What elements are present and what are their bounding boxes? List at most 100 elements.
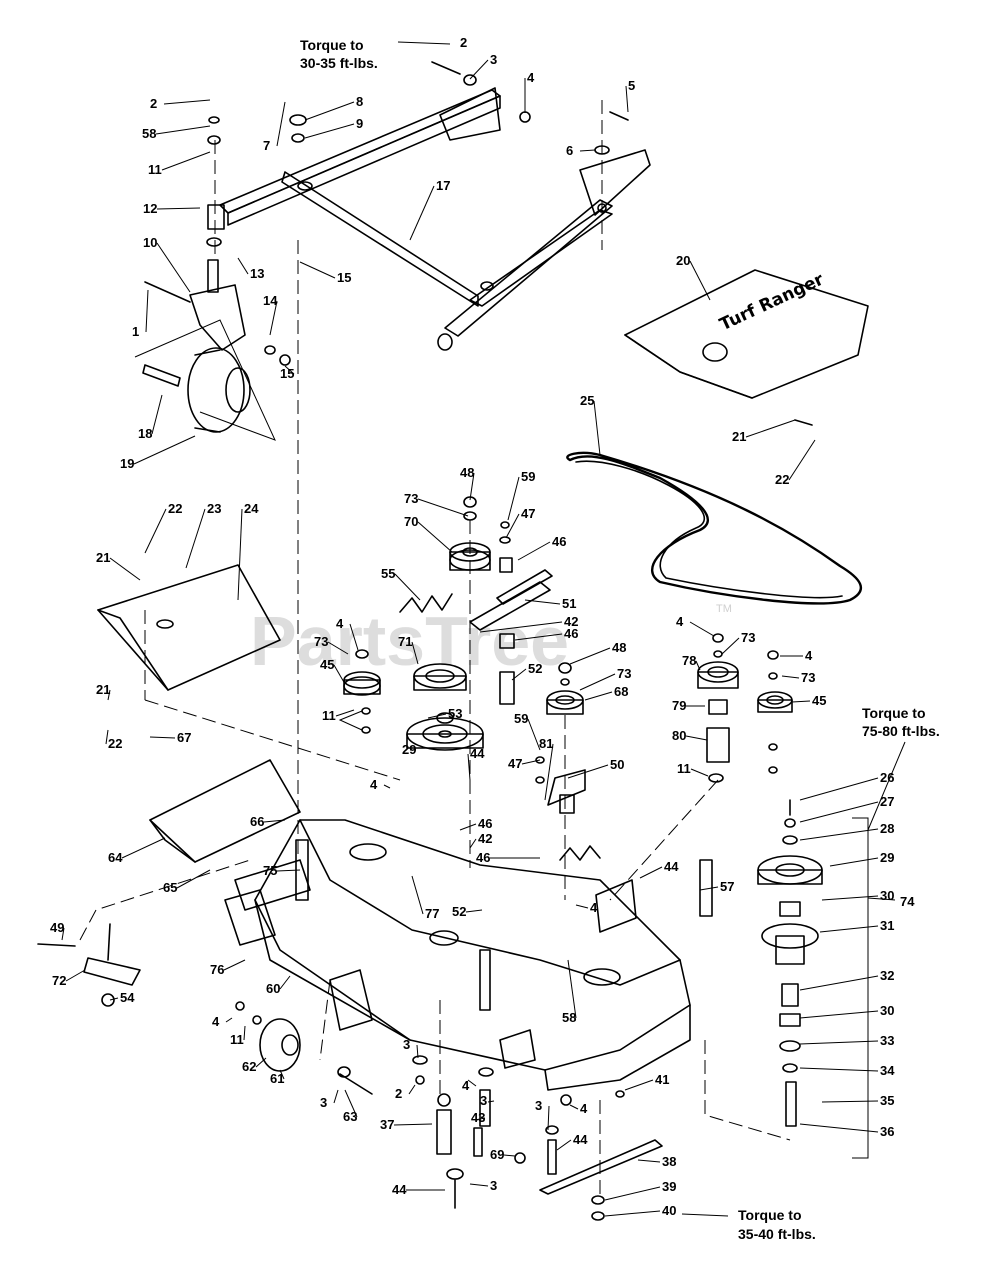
callout-number-78: 78	[682, 653, 696, 668]
callout-number-74: 74	[900, 894, 915, 909]
callout-number-45: 45	[812, 693, 826, 708]
callout-leader	[467, 1079, 477, 1087]
callout-number-41: 41	[655, 1072, 669, 1087]
callout-number-75: 75	[263, 863, 277, 878]
callout-number-3: 3	[535, 1098, 542, 1113]
callout-leader	[243, 1025, 246, 1041]
callout-leader	[393, 1123, 433, 1126]
callout-leader	[556, 1139, 572, 1151]
callout-leader	[133, 435, 196, 465]
watermark-text: PartsTree	[250, 602, 569, 680]
callout-leader	[276, 101, 286, 147]
callout-number-73: 73	[741, 630, 755, 645]
hood-cover: Turf Ranger	[624, 269, 869, 426]
callout-leader	[487, 1100, 495, 1103]
callout-number-44: 44	[470, 746, 485, 761]
callout-number-63: 63	[343, 1109, 357, 1124]
callout-number-46: 46	[552, 534, 566, 549]
callout-leader	[569, 647, 611, 665]
callout-number-3: 3	[490, 52, 497, 67]
gauge-wheel	[37, 923, 301, 1072]
callout-number-4: 4	[336, 616, 344, 631]
callout-number-29: 29	[880, 850, 894, 865]
callout-leader	[223, 959, 246, 971]
callout-leader	[781, 675, 800, 679]
callout-leader	[469, 1183, 489, 1187]
callout-number-11: 11	[322, 708, 336, 723]
callout-number-45: 45	[320, 657, 334, 672]
callout-leader	[427, 713, 447, 719]
callout-number-36: 36	[880, 1124, 894, 1139]
callout-leader	[544, 743, 554, 801]
callout-leader	[625, 85, 629, 113]
callout-leader	[304, 123, 355, 139]
blade-hardware	[337, 1055, 663, 1221]
callout-number-4: 4	[462, 1078, 470, 1093]
torque-note-right-line1: Torque to	[862, 705, 926, 721]
callout-leader	[507, 476, 520, 521]
left-pulleys	[338, 649, 484, 751]
callout-number-4: 4	[370, 777, 378, 792]
callout-leader	[156, 242, 191, 293]
callout-number-43: 43	[471, 1110, 485, 1125]
torque-note-bottom-line2: 35-40 ft-lbs.	[738, 1226, 816, 1242]
callout-number-34: 34	[880, 1063, 895, 1078]
caster-assembly	[134, 114, 307, 441]
watermark-tm: TM	[716, 603, 732, 615]
callout-number-71: 71	[398, 634, 412, 649]
callout-number-3: 3	[480, 1093, 487, 1108]
callout-leader	[149, 736, 176, 739]
callout-number-73: 73	[617, 666, 631, 681]
callout-leader	[465, 909, 483, 913]
callout-leader	[799, 777, 879, 801]
callout-number-50: 50	[610, 757, 624, 772]
callout-leader	[469, 59, 489, 80]
callout-number-57: 57	[720, 879, 734, 894]
callout-leader	[344, 1089, 358, 1118]
callout-number-17: 17	[436, 178, 450, 193]
torque-note-bottom-line1: Torque to	[738, 1207, 802, 1223]
callout-number-3: 3	[320, 1095, 327, 1110]
callout-number-59: 59	[521, 469, 535, 484]
callout-leader	[527, 718, 541, 751]
callout-number-11: 11	[677, 761, 691, 776]
callout-number-8: 8	[356, 94, 363, 109]
callout-number-4: 4	[580, 1101, 588, 1116]
callout-number-18: 18	[138, 426, 152, 441]
callout-number-40: 40	[662, 1203, 676, 1218]
callout-leader	[821, 895, 879, 901]
callout-number-80: 80	[672, 728, 686, 743]
callout-number-31: 31	[880, 918, 894, 933]
callout-number-72: 72	[52, 973, 66, 988]
callout-leader	[394, 573, 421, 601]
callout-leader	[279, 975, 291, 990]
callout-leader	[185, 508, 206, 569]
callout-number-4: 4	[527, 70, 535, 85]
callout-number-65: 65	[163, 880, 177, 895]
callout-number-42: 42	[564, 614, 578, 629]
callout-number-14: 14	[263, 293, 278, 308]
callout-number-46: 46	[476, 850, 490, 865]
callout-leader	[799, 828, 879, 841]
callout-leader	[299, 261, 336, 279]
callout-leader	[304, 101, 355, 121]
callout-leader	[505, 513, 520, 539]
callout-leader	[156, 207, 201, 210]
callout-number-33: 33	[880, 1033, 894, 1048]
callout-number-24: 24	[244, 501, 259, 516]
callout-number-44: 44	[392, 1182, 407, 1197]
callout-number-26: 26	[880, 770, 894, 785]
mower-deck	[224, 819, 713, 1091]
callout-leader	[695, 660, 701, 671]
callout-number-38: 38	[662, 1154, 676, 1169]
callout-number-48: 48	[460, 465, 474, 480]
torque-note-right-line2: 75-80 ft-lbs.	[862, 723, 940, 739]
callout-number-11: 11	[230, 1032, 244, 1047]
callout-number-76: 76	[210, 962, 224, 977]
callout-leader	[829, 857, 879, 867]
callout-leader	[799, 1010, 879, 1019]
callout-leader	[327, 641, 349, 655]
callout-number-69: 69	[490, 1147, 504, 1162]
